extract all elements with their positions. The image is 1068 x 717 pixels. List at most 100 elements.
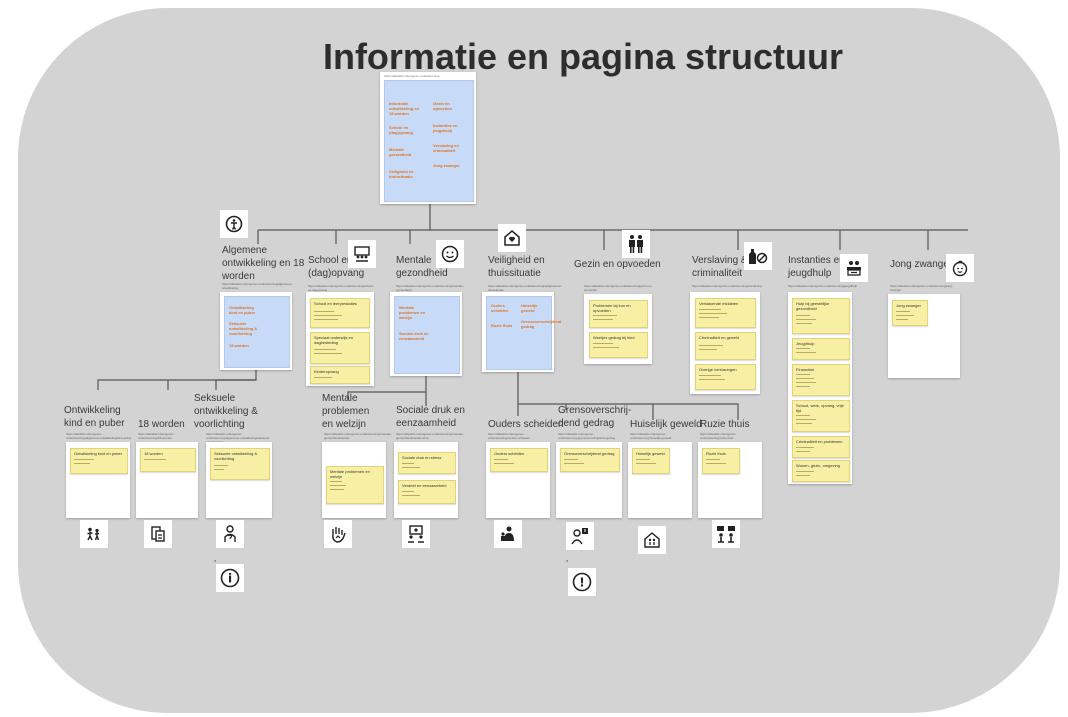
home-page-card[interactable]: https://alleskits.nl/jongeren-ondersteun… xyxy=(380,72,476,204)
subpage-label-ontwikkeling[interactable]: Ontwikkeling kind en puber xyxy=(64,405,125,429)
category-card-verslaving[interactable]: Verslavende middelen Criminaliteit en ge… xyxy=(690,292,760,394)
connector-sub-mentale xyxy=(347,376,427,400)
home-link-1[interactable]: Informatie ontwikkeling en 18 worden xyxy=(389,101,420,116)
subpage-sticky-grens: Grensoverschrijdend gedrag xyxy=(560,448,620,472)
smiley-face-icon xyxy=(436,240,464,268)
subpage-card-18[interactable]: 18 worden xyxy=(136,442,198,518)
category-url-instanties: https://alleskits.nl/jongeren-ondersteun… xyxy=(788,284,858,288)
subpage-card-ouders[interactable]: Ouders scheiden xyxy=(486,442,550,518)
house-conflict-icon xyxy=(638,526,666,554)
category-label-mentale[interactable]: Mentale gezondheid xyxy=(396,255,448,279)
subpage-card-sociale-druk[interactable]: Sociale druk en stress Verdriet en eenza… xyxy=(394,442,458,518)
instanties-sticky-2: Jeugdhulp xyxy=(792,338,850,360)
bottle-icon xyxy=(744,242,772,270)
category-panel-algemene: Ontwikkeling kind en puber Seksuele ontw… xyxy=(224,296,290,368)
subpage-label-ruzie[interactable]: Ruzie thuis xyxy=(700,419,750,430)
home-link-2[interactable]: School en (dag)opvang xyxy=(389,125,413,135)
subpage-label-ouders[interactable]: Ouders scheiden xyxy=(488,419,564,430)
family-icon xyxy=(622,230,650,258)
subpage-sticky-18: 18 worden xyxy=(140,448,196,472)
school-sticky-3: Kinderopvang xyxy=(310,366,370,384)
category-label-algemene[interactable]: Algemene ontwikkeling en 18 worden xyxy=(222,245,305,282)
home-url: https://alleskits.nl/jongeren-ondersteun… xyxy=(384,74,440,78)
category-label-school[interactable]: School en (dag)opvang xyxy=(308,255,365,279)
home-link-panel: Informatie ontwikkeling en 18 worden Sch… xyxy=(384,80,474,202)
category-label-jong-zwanger[interactable]: Jong zwanger xyxy=(890,259,953,270)
category-card-mentale[interactable]: Mentale problemen en welzijn Sociale dru… xyxy=(390,292,462,376)
connector-sub-seksueel xyxy=(215,379,256,390)
verslaving-sticky-1: Verslavende middelen xyxy=(695,298,756,328)
category-url-school: https://alleskits.nl/jongeren-ondersteun… xyxy=(308,284,374,292)
connector-sub-ontwikkeling xyxy=(97,368,257,390)
category-card-gezin[interactable]: Problemen bij kun en opvoeden Weetjes ge… xyxy=(584,294,652,364)
category-url-verslaving: https://alleskits.nl/jongeren-ondersteun… xyxy=(692,284,762,288)
home-link-5[interactable]: Gezin en opvoeden xyxy=(433,101,452,111)
subpage-card-huiselijk[interactable]: Huiselijk geweld xyxy=(628,442,692,518)
category-label-verslaving[interactable]: Verslaving & criminaliteit xyxy=(692,255,748,279)
mentale-link-1[interactable]: Mentale problemen en welzijn xyxy=(399,305,426,320)
category-url-mentale: https://alleskits.nl/jongeren-ondersteun… xyxy=(396,284,464,292)
home-link-8[interactable]: Jong zwanger xyxy=(433,163,460,168)
category-url-gezin: https://alleskits.nl/jongeren-ondersteun… xyxy=(584,284,653,292)
alert-marker: ● xyxy=(566,558,569,563)
alert-glyph: ! xyxy=(579,576,584,590)
veiligheid-link-3[interactable]: Ruzie thuis xyxy=(491,323,513,328)
subpage-url-mentale-problemen: https://alleskits.nl/jongeren-ondersteun… xyxy=(324,432,392,440)
subpage-card-ontwikkeling[interactable]: Ontwikkeling kind en puber xyxy=(66,442,130,518)
subpage-sticky-ontwikkeling: Ontwikkeling kind en puber xyxy=(70,448,128,474)
subpage-url-huiselijk: https://alleskits.nl/jongeren-ondersteun… xyxy=(630,432,672,440)
canvas-board: Informatie en pagina structuur https://a… xyxy=(18,8,1060,713)
subpage-card-ruzie[interactable]: Ruzie thuis xyxy=(698,442,762,518)
person-circle-icon xyxy=(220,210,248,238)
subpage-label-mentale-problemen[interactable]: Mentale problemen en welzijn xyxy=(322,393,370,430)
mentale-link-2[interactable]: Sociale druk en eenzaamheid xyxy=(399,331,429,341)
subpage-sticky-seksueel: Seksuele ontwikkeling & voorlichting xyxy=(210,448,270,480)
category-label-veiligheid[interactable]: Veiligheid en thuissituatie xyxy=(488,255,545,279)
instanties-sticky-6: Wonen, gezin, omgeving xyxy=(792,460,850,482)
subpage-label-18[interactable]: 18 worden xyxy=(138,419,185,430)
subpage-card-seksueel[interactable]: Seksuele ontwikkeling & voorlichting xyxy=(206,442,272,518)
home-link-4[interactable]: Veiligheid en thuissituatie xyxy=(389,169,414,179)
algemene-link-1[interactable]: Ontwikkeling kind en puber xyxy=(229,305,256,315)
category-label-gezin[interactable]: Gezin en opvoeden xyxy=(574,259,661,270)
baby-icon xyxy=(946,254,974,282)
subpage-label-sociale-druk[interactable]: Sociale druk en eenzaamheid xyxy=(396,405,465,429)
category-label-instanties[interactable]: Instanties en jeugdhulp xyxy=(788,255,845,279)
gezin-sticky-2: Weetjes gedrag bij kind xyxy=(589,332,648,358)
veiligheid-link-2[interactable]: Huiselijk geweld xyxy=(521,303,538,313)
category-panel-mentale: Mentale problemen en welzijn Sociale dru… xyxy=(394,296,460,374)
home-link-3[interactable]: Mentale gezondheid xyxy=(389,147,412,157)
person-alert-icon xyxy=(566,522,594,550)
category-card-algemene[interactable]: Ontwikkeling kind en puber Seksuele ontw… xyxy=(220,292,292,370)
subpage-label-huiselijk[interactable]: Huiselijk geweld xyxy=(630,419,702,430)
veiligheid-link-4[interactable]: Grensoverschrijdend gedrag xyxy=(521,319,562,329)
subpage-url-sociale-druk: https://alleskits.nl/jongeren-ondersteun… xyxy=(396,432,464,440)
info-glyph: i xyxy=(228,572,232,586)
category-url-algemene: https://alleskits.nl/jongeren-ondersteun… xyxy=(222,282,293,290)
home-link-7[interactable]: Verslaving en criminaliteit xyxy=(433,143,459,153)
category-card-instanties[interactable]: Hulp bij geestelijke gezondheid Jeugdhul… xyxy=(788,292,852,484)
instanties-sticky-4: School, werk, opvang, vrije tijd xyxy=(792,400,850,432)
id-card-icon xyxy=(144,520,172,548)
parent-child-icon xyxy=(494,520,522,548)
category-card-veiligheid[interactable]: Ouders scheiden Huiselijk geweld Ruzie t… xyxy=(482,292,562,372)
house-heart-icon xyxy=(498,224,526,252)
category-card-school[interactable]: School en leerprestaties Speciaal onderw… xyxy=(306,292,374,386)
subpage-label-seksueel[interactable]: Seksuele ontwikkeling & voorlichting xyxy=(194,393,258,430)
home-link-6[interactable]: Instanties en jeugdhulp xyxy=(433,123,458,133)
algemene-link-2[interactable]: Seksuele ontwikkeling & voorlichting xyxy=(229,321,258,336)
veiligheid-link-1[interactable]: Ouders scheiden xyxy=(491,303,509,313)
subpage-label-grens[interactable]: Grensoverschrij-dend gedrag xyxy=(558,405,632,429)
children-icon xyxy=(80,520,108,548)
category-panel-veiligheid: Ouders scheiden Huiselijk geweld Ruzie t… xyxy=(486,296,562,370)
subpage-card-grens[interactable]: Grensoverschrijdend gedrag xyxy=(556,442,622,518)
instanties-sticky-3: Financieel xyxy=(792,364,850,396)
info-marker: ● xyxy=(214,558,217,563)
subpage-card-mentale-problemen[interactable]: Mentale problemen en welzijn xyxy=(322,442,386,518)
subpage-url-ruzie: https://alleskits.nl/jongeren-ondersteun… xyxy=(700,432,737,440)
page-title: Informatie en pagina structuur xyxy=(322,36,844,77)
algemene-link-3[interactable]: 18 worden xyxy=(229,343,249,348)
category-card-jong-zwanger[interactable]: Jong zwanger xyxy=(888,294,960,378)
verslaving-sticky-2: Criminaliteit en geweld xyxy=(695,332,756,360)
subpage-url-18: https://alleskits.nl/jongeren-ondersteun… xyxy=(138,432,175,440)
